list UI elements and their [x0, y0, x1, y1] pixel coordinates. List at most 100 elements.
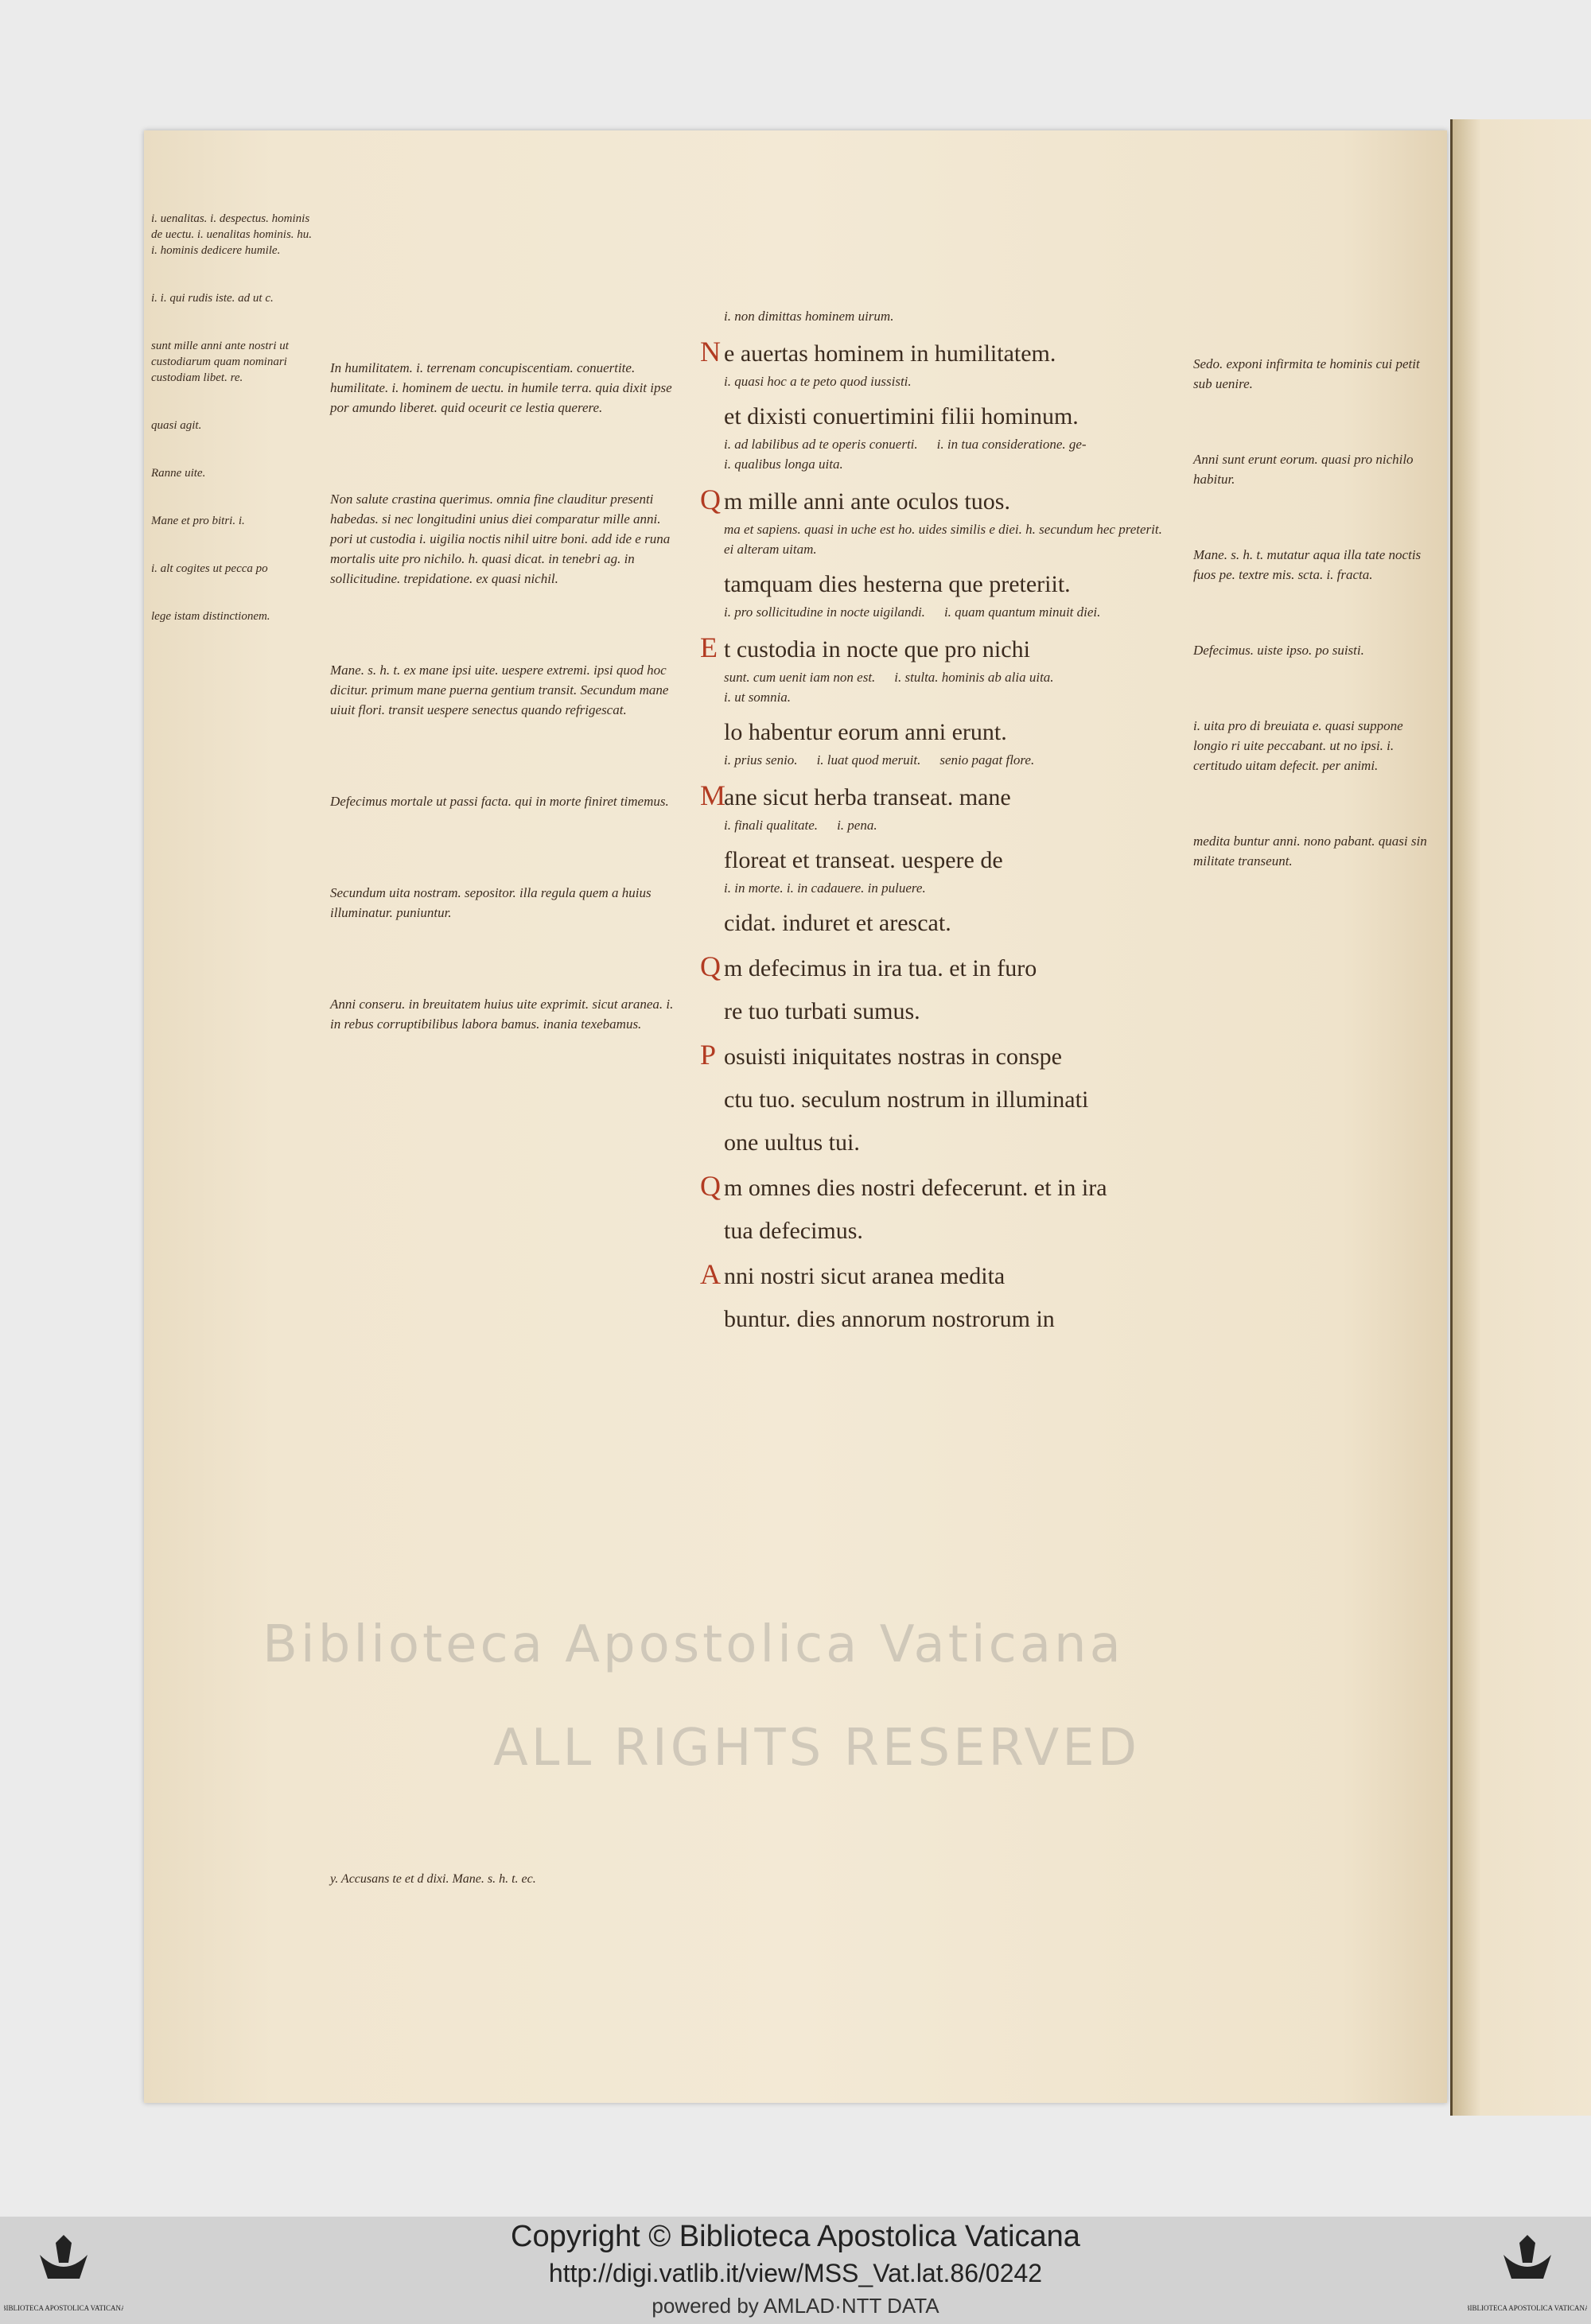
- commentary-block: Mane. s. h. t. ex mane ipsi uite. uesper…: [330, 663, 669, 717]
- commentary-block: Anni sunt erunt eorum. quasi pro nichilo…: [1193, 452, 1414, 487]
- gloss-row: ma et sapiens. quasi in uche est ho. uid…: [700, 519, 1177, 539]
- red-initial: E: [700, 632, 718, 663]
- red-initial: A: [700, 1258, 721, 1290]
- commentary-block: Non salute crastina querimus. omnia fine…: [330, 492, 671, 586]
- manuscript-page: [144, 130, 1447, 2103]
- gloss-row: i. quasi hoc a te peto quod iussisti.: [700, 371, 1177, 391]
- line-text: tua defecimus.: [724, 1218, 863, 1244]
- margin-note: lege istam distinctionem.: [151, 610, 270, 623]
- margin-note: sunt mille anni ante nostri ut custodiar…: [151, 340, 289, 384]
- red-initial: Q: [700, 1170, 721, 1202]
- line-text: t custodia in nocte que pro nichi: [724, 636, 1030, 663]
- commentary-block: Mane. s. h. t. mutatur aqua illa tate no…: [1193, 547, 1422, 582]
- commentary-block: Secundum uita nostram. sepositor. illa r…: [330, 885, 652, 920]
- watermark-text: ALL RIGHTS RESERVED: [493, 1719, 1140, 1778]
- line-text: m mille anni ante oculos tuos.: [724, 488, 1010, 515]
- right-commentary: Sedo. exponi infirmita te hominis cui pe…: [1193, 354, 1432, 871]
- red-initial: P: [700, 1039, 717, 1071]
- copyright-text: Copyright © Biblioteca Apostolica Vatica…: [511, 2220, 1080, 2253]
- gloss: i. pro sollicitudine in nocte uigilandi.: [724, 604, 925, 620]
- red-initial: M: [700, 779, 726, 811]
- gloss: i. prius senio.: [724, 752, 798, 768]
- gloss: ma et sapiens. quasi in uche est ho. uid…: [724, 522, 1162, 537]
- gloss-row: i. qualibus longa uita.: [700, 454, 1177, 474]
- logo-text: BIBLIOTECA APOSTOLICA VATICANA: [4, 2304, 123, 2312]
- gloss: i. quasi hoc a te peto quod iussisti.: [724, 374, 912, 389]
- red-initial: N: [700, 336, 721, 367]
- gloss: sunt. cum uenit iam non est.: [724, 670, 876, 685]
- text-line: ctu tuo. seculum nostrum in illuminati: [700, 1086, 1177, 1114]
- gloss-row: sunt. cum uenit iam non est. i. stulta. h…: [700, 667, 1177, 687]
- line-text: cidat. induret et arescat.: [724, 910, 951, 936]
- watermark-text: Biblioteca Apostolica Vaticana: [263, 1615, 1124, 1674]
- commentary-block: Defecimus. uiste ipso. po suisti.: [1193, 643, 1364, 658]
- text-line: Mane sicut herba transeat. mane: [700, 781, 1177, 812]
- gloss: ei alteram uitam.: [724, 542, 817, 557]
- gloss: i. non dimittas hominem uirum.: [724, 309, 894, 324]
- gloss-row: i. in morte. i. in cadauere. in puluere.: [700, 878, 1177, 898]
- gloss-row: i. non dimittas hominem uirum.: [700, 306, 1177, 326]
- line-text: osuisti iniquitates nostras in conspe: [724, 1043, 1062, 1070]
- commentary-block: medita buntur anni. nono pabant. quasi s…: [1193, 834, 1427, 869]
- red-initial: Q: [700, 950, 721, 982]
- line-text: one uultus tui.: [724, 1129, 860, 1156]
- line-text: ctu tuo. seculum nostrum in illuminati: [724, 1086, 1089, 1113]
- commentary-block: i. uita pro di breuiata e. quasi suppone…: [1193, 718, 1403, 773]
- text-line: lo habentur eorum anni erunt.: [700, 718, 1177, 747]
- logo-text: BIBLIOTECA APOSTOLICA VATICANA: [1468, 2304, 1587, 2312]
- powered-by-text: powered by AMLAD·NTT DATA: [652, 2294, 939, 2318]
- url-link[interactable]: http://digi.vatlib.it/view/MSS_Vat.lat.8…: [548, 2259, 1043, 2287]
- vatican-library-logo-right: BIBLIOTECA APOSTOLICA VATICANA: [1468, 2235, 1587, 2312]
- gloss: i. pena.: [837, 818, 877, 833]
- gloss: i. ut somnia.: [724, 690, 792, 705]
- gloss: i. finali qualitate.: [724, 818, 819, 833]
- text-line: cidat. induret et arescat.: [700, 909, 1177, 938]
- vatican-library-logo-left: BIBLIOTECA APOSTOLICA VATICANA: [4, 2235, 123, 2312]
- gloss: i. qualibus longa uita.: [724, 457, 843, 472]
- bottom-note: y. Accusans te et d dixi. Mane. s. h. t.…: [330, 1872, 536, 1886]
- text-line: one uultus tui.: [700, 1129, 1177, 1157]
- line-text: m omnes dies nostri defecerunt. et in ir…: [724, 1175, 1107, 1201]
- facing-page-edge: [1450, 119, 1591, 2116]
- line-text: tamquam dies hesterna que preteriit.: [724, 571, 1071, 597]
- commentary-block: In humilitatem. i. terrenam concupiscent…: [330, 360, 672, 415]
- line-text: nni nostri sicut aranea medita: [724, 1263, 1006, 1289]
- line-text: floreat et transeat. uespere de: [724, 847, 1003, 873]
- gloss-row: i. pro sollicitudine in nocte uigilandi.…: [700, 602, 1177, 622]
- margin-note: i. uenalitas. i. despectus. hominis de u…: [151, 212, 313, 257]
- gloss: i. ad labilibus ad te operis conuerti.: [724, 437, 918, 452]
- gloss: i. luat quod meruit.: [816, 752, 921, 768]
- margin-note: quasi agit.: [151, 419, 202, 432]
- gloss: i. in tua consideratione. ge-: [936, 437, 1087, 452]
- footer: Copyright © Biblioteca Apostolica Vatica…: [0, 2217, 1591, 2324]
- gloss: i. stulta. hominis ab alia uita.: [894, 670, 1054, 685]
- gloss: i. in morte. i. in cadauere. in puluere.: [724, 880, 926, 896]
- commentary-block: Anni conseru. in breuitatem huius uite e…: [330, 997, 674, 1032]
- red-initial: Q: [700, 484, 721, 515]
- margin-note: Ranne uite.: [151, 467, 206, 480]
- text-line: tua defecimus.: [700, 1217, 1177, 1246]
- line-text: ane sicut herba transeat. mane: [724, 784, 1011, 810]
- gloss-row: i. ut somnia.: [700, 687, 1177, 707]
- gloss-row: i. finali qualitate. i. pena.: [700, 815, 1177, 835]
- line-text: et dixisti conuertimini filii hominum.: [724, 403, 1079, 429]
- gloss-row: i. prius senio. i. luat quod meruit. senio…: [700, 750, 1177, 770]
- line-text: m defecimus in ira tua. et in furo: [724, 955, 1037, 981]
- text-line: et dixisti conuertimini filii hominum.: [700, 402, 1177, 431]
- text-line: re tuo turbati sumus.: [700, 997, 1177, 1026]
- line-text: lo habentur eorum anni erunt.: [724, 719, 1007, 745]
- margin-note: i. alt cogites ut pecca po: [151, 562, 268, 575]
- gloss-row: ei alteram uitam.: [700, 539, 1177, 559]
- gloss: senio pagat flore.: [939, 752, 1035, 768]
- margin-note: Mane et pro bitri. i.: [151, 515, 245, 527]
- gloss-row: i. ad labilibus ad te operis conuerti. i.…: [700, 434, 1177, 454]
- gloss: i. quam quantum minuit diei.: [943, 604, 1101, 620]
